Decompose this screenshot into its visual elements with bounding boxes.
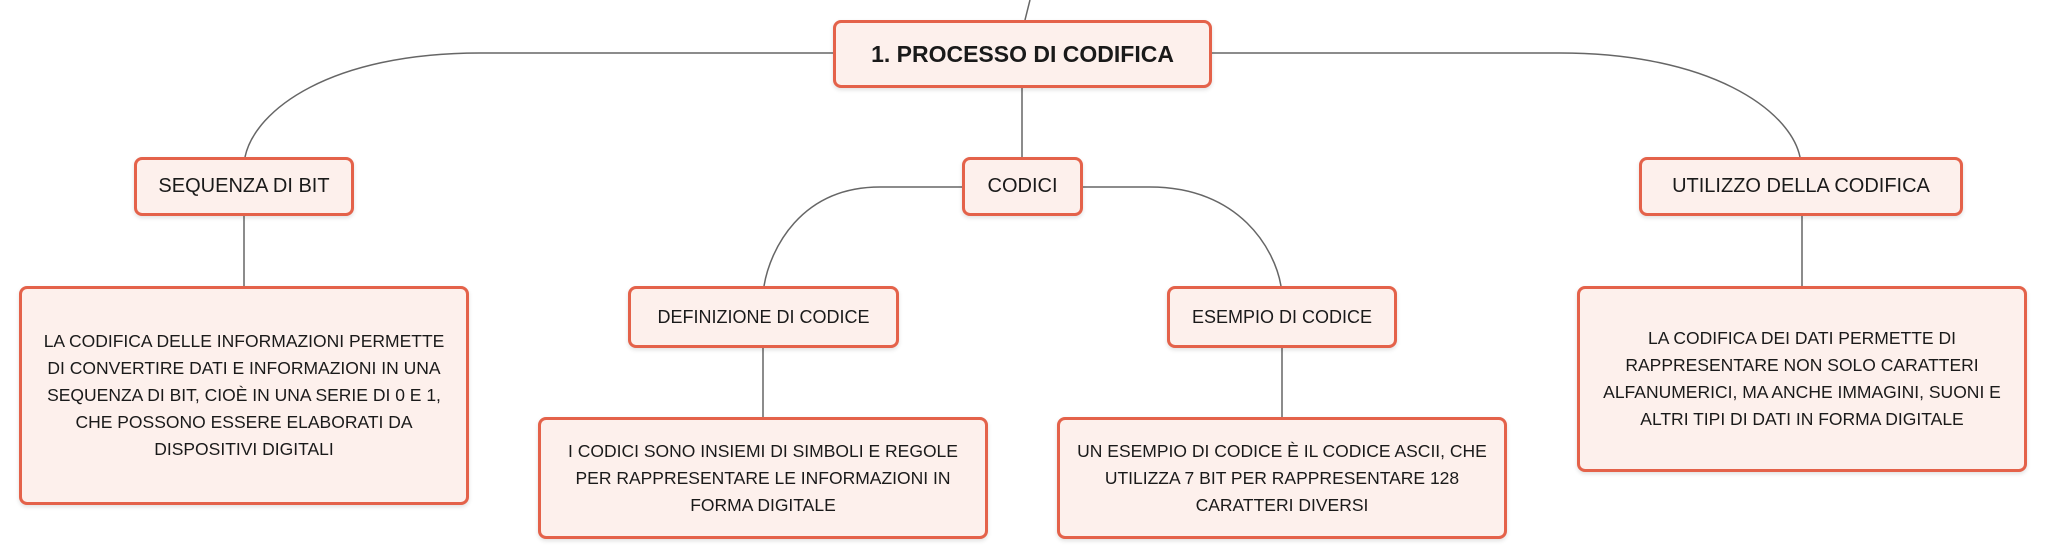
node-utilizzo-della-codifica[interactable]: UTILIZZO DELLA CODIFICA xyxy=(1639,157,1963,216)
node-esempio-di-codice[interactable]: ESEMPIO DI CODICE xyxy=(1167,286,1397,348)
leaf-esempio-di-codice[interactable]: UN ESEMPIO DI CODICE È IL CODICE ASCII, … xyxy=(1057,417,1507,539)
connector-root-to-utilizzo xyxy=(1212,52,1801,158)
connector-codici-to-definizione xyxy=(763,186,962,287)
node-sequenza-di-bit[interactable]: SEQUENZA DI BIT xyxy=(134,157,354,216)
leaf-text: LA CODIFICA DELLE INFORMAZIONI PERMETTE … xyxy=(43,331,445,459)
root-node[interactable]: 1. PROCESSO DI CODIFICA xyxy=(833,20,1212,88)
connector-codici-to-esempio xyxy=(1083,186,1282,287)
node-label: DEFINIZIONE DI CODICE xyxy=(657,306,870,327)
root-label: 1. PROCESSO DI CODIFICA xyxy=(871,40,1174,67)
leaf-utilizzo-della-codifica[interactable]: LA CODIFICA DEI DATI PERMETTE DI RAPPRES… xyxy=(1577,286,2027,472)
node-label: SEQUENZA DI BIT xyxy=(158,175,330,197)
node-codici[interactable]: CODICI xyxy=(962,157,1083,216)
node-definizione-di-codice[interactable]: DEFINIZIONE DI CODICE xyxy=(628,286,899,348)
leaf-text: UN ESEMPIO DI CODICE È IL CODICE ASCII, … xyxy=(1077,440,1487,515)
connector-parent-to-root xyxy=(1024,0,1031,21)
connector-root-to-sequenza xyxy=(244,52,833,158)
node-label: CODICI xyxy=(987,175,1058,197)
node-label: UTILIZZO DELLA CODIFICA xyxy=(1672,175,1930,197)
leaf-text: LA CODIFICA DEI DATI PERMETTE DI RAPPRES… xyxy=(1603,328,2001,429)
leaf-text: I CODICI SONO INSIEMI DI SIMBOLI E REGOL… xyxy=(568,440,958,515)
leaf-sequenza-di-bit[interactable]: LA CODIFICA DELLE INFORMAZIONI PERMETTE … xyxy=(19,286,469,505)
node-label: ESEMPIO DI CODICE xyxy=(1191,306,1373,327)
leaf-definizione-di-codice[interactable]: I CODICI SONO INSIEMI DI SIMBOLI E REGOL… xyxy=(538,417,988,539)
